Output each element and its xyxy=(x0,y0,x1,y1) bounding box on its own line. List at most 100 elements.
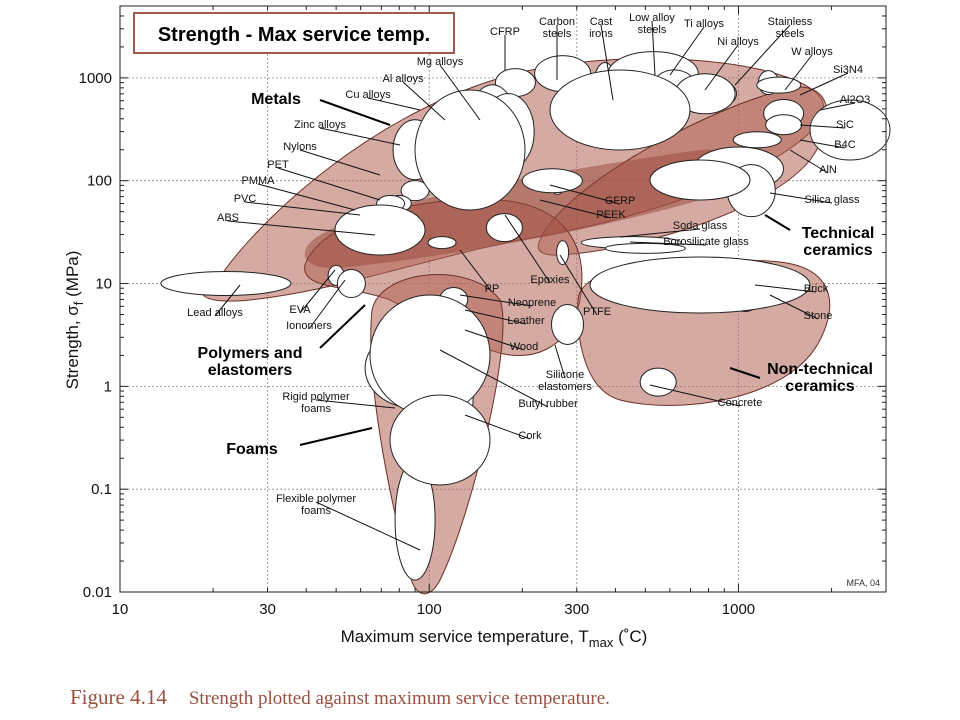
material-label: Butyl rubber xyxy=(518,398,578,410)
y-tick-label: 100 xyxy=(87,173,112,190)
leader-line xyxy=(734,24,791,86)
material-bubble xyxy=(389,394,491,486)
leader-line xyxy=(459,294,533,307)
leader-line xyxy=(649,384,741,407)
material-label: PP xyxy=(485,283,500,295)
material-label: Stone xyxy=(804,310,833,322)
material-bubble xyxy=(604,242,686,254)
material-label: Mg alloys xyxy=(417,56,464,68)
material-label: Borosilicate glass xyxy=(663,236,749,248)
material-label: Al alloys xyxy=(383,73,424,85)
leader-lines xyxy=(214,20,856,551)
leader-line xyxy=(769,192,833,204)
material-label: Brick xyxy=(804,283,829,295)
leader-line xyxy=(299,149,381,176)
leader-line xyxy=(619,228,701,238)
material-label: B4C xyxy=(834,139,855,151)
material-bubble xyxy=(334,204,426,256)
family-leader-line xyxy=(729,367,761,379)
chart-title: Strength - Max service temp. xyxy=(158,24,430,46)
material-bubbles xyxy=(160,51,891,581)
material-label: EVA xyxy=(289,304,311,316)
leader-line xyxy=(308,279,346,330)
leader-line xyxy=(504,214,551,284)
leader-line xyxy=(799,124,846,129)
material-label: Neoprene xyxy=(508,297,556,309)
leader-line xyxy=(784,54,813,91)
material-bubble xyxy=(589,256,811,314)
x-tick-label: 300 xyxy=(564,601,589,618)
material-label: Soda glass xyxy=(673,220,728,232)
x-tick-label: 1000 xyxy=(722,601,755,618)
material-label: W alloys xyxy=(791,46,833,58)
material-label: Nylons xyxy=(283,141,317,153)
material-bubble xyxy=(639,367,677,397)
material-label: Ti alloys xyxy=(684,18,724,30)
y-axis-title: Strength, σf (MPa) xyxy=(63,251,86,390)
material-bubble xyxy=(551,303,585,345)
leader-line xyxy=(799,139,846,149)
material-label: CFRP xyxy=(490,26,520,38)
material-label: PVC xyxy=(234,193,257,205)
leader-line xyxy=(299,269,336,314)
material-label: PTFE xyxy=(583,306,611,318)
title-box xyxy=(133,12,455,54)
material-label: Ni alloys xyxy=(717,36,759,48)
leader-line xyxy=(257,183,356,211)
leader-line xyxy=(315,501,421,551)
leader-line xyxy=(277,167,381,201)
material-label: AlN xyxy=(819,164,837,176)
leader-line xyxy=(315,399,396,409)
leader-line xyxy=(669,26,705,76)
y-tick-label: 0.01 xyxy=(83,584,112,601)
leader-line xyxy=(559,254,598,316)
family-leader-line xyxy=(319,99,391,126)
material-label: PEEK xyxy=(596,209,626,221)
leader-line xyxy=(704,44,739,91)
leader-line xyxy=(439,64,481,121)
family-label: Metals xyxy=(251,91,301,108)
material-label: PET xyxy=(267,159,289,171)
leader-line xyxy=(769,294,819,320)
leader-line xyxy=(819,102,856,111)
leader-line xyxy=(600,24,614,101)
leader-line xyxy=(227,220,376,236)
material-label: Al2O3 xyxy=(840,94,871,106)
y-tick-label: 1 xyxy=(104,378,112,395)
leader-line xyxy=(402,81,446,121)
material-label: Silica glass xyxy=(804,194,860,206)
x-axis-title: Maximum service temperature, Tmax (˚C) xyxy=(341,627,648,650)
plot-frame xyxy=(119,5,887,593)
leader-line xyxy=(214,284,241,317)
family-label: Foams xyxy=(226,441,278,458)
leader-line xyxy=(244,201,361,216)
y-tick-label: 0.1 xyxy=(91,481,112,498)
material-label: Epoxies xyxy=(530,274,570,286)
y-tick-label: 1000 xyxy=(79,70,112,87)
family-leader-line xyxy=(319,304,366,349)
material-label: SiC xyxy=(836,119,854,131)
material-bubble xyxy=(756,76,802,94)
x-tick-label: 100 xyxy=(417,601,442,618)
material-bubble xyxy=(336,269,366,299)
leader-line xyxy=(319,127,401,146)
credit-note: MFA, 04 xyxy=(846,578,880,588)
material-label: Lead alloys xyxy=(187,307,243,319)
leader-line xyxy=(554,344,566,379)
x-tick-label: 10 xyxy=(112,601,129,618)
material-label: Cork xyxy=(518,430,542,442)
family-leader-line xyxy=(764,214,791,231)
material-bubble xyxy=(549,69,691,151)
family-leader-line xyxy=(299,427,373,446)
material-bubble xyxy=(160,271,292,297)
